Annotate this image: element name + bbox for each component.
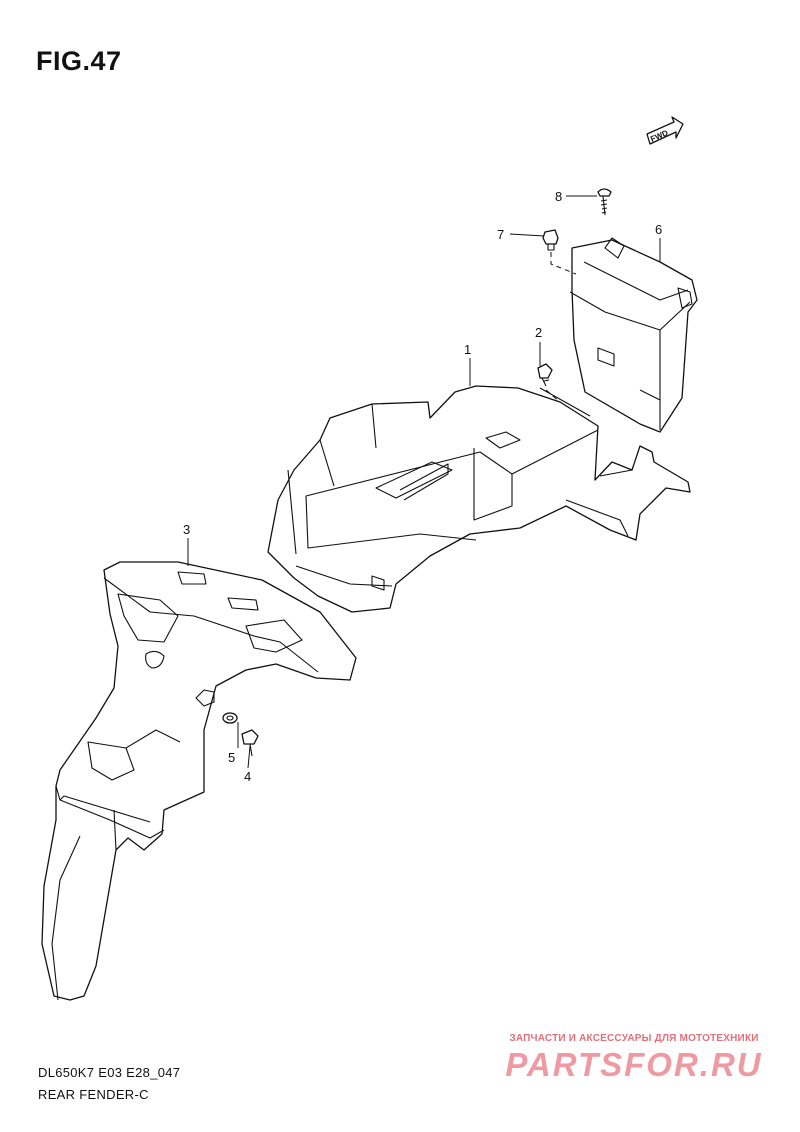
callout-1: 1 — [464, 342, 471, 357]
part-5-washer — [222, 712, 238, 724]
callout-8: 8 — [555, 189, 562, 204]
fwd-label: FWD — [649, 128, 670, 144]
part-1-rear-fender — [267, 385, 691, 613]
part-3-rear-fender-lower — [41, 561, 357, 1001]
part-2-bolt — [537, 363, 561, 403]
part-4-bolt — [241, 729, 259, 757]
callout-3: 3 — [183, 522, 190, 537]
part-7-clip — [542, 229, 577, 275]
part-8-screw — [597, 188, 612, 216]
figure-title: FIG.47 — [36, 46, 122, 76]
part-6-storage-box — [569, 237, 698, 433]
watermark: ЗАПЧАСТИ И АКСЕССУАРЫ ДЛЯ МОТОТЕХНИКИ PA… — [484, 1033, 784, 1084]
figure-code: DL650K7 E03 E28_047 — [38, 1065, 181, 1080]
leader-lines — [187, 195, 661, 769]
fwd-arrow-icon: FWD — [646, 116, 684, 145]
callout-6: 6 — [655, 222, 662, 237]
watermark-tagline: ЗАПЧАСТИ И АКСЕССУАРЫ ДЛЯ МОТОТЕХНИКИ — [509, 1033, 759, 1044]
callout-5: 5 — [228, 750, 235, 765]
callout-4: 4 — [244, 769, 251, 784]
figure-caption: REAR FENDER-C — [38, 1087, 149, 1102]
callout-7: 7 — [497, 227, 504, 242]
watermark-brand: PARTSFOR.RU — [505, 1046, 763, 1083]
callout-2: 2 — [535, 325, 542, 340]
